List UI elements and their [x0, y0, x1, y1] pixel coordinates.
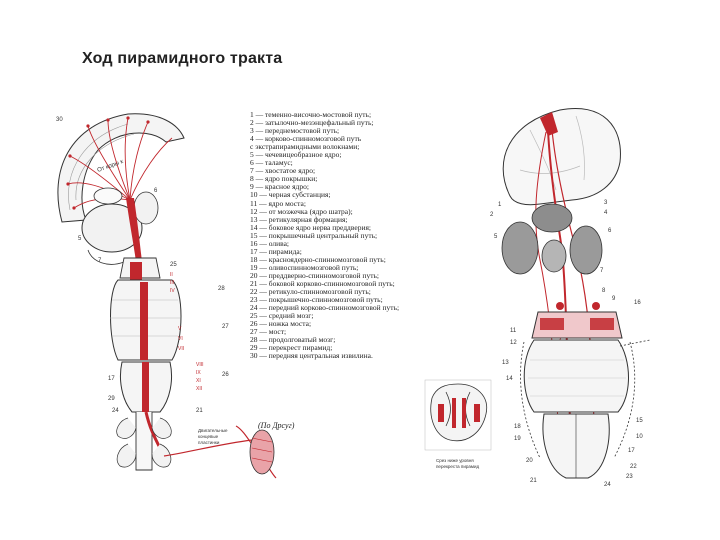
right-brain-diagram: [501, 108, 651, 479]
red-mark: XI: [196, 378, 201, 384]
arc-caption: От коры к: [97, 159, 125, 174]
label-28: 28: [218, 286, 225, 292]
label-r10: 10: [636, 434, 643, 440]
label-r18: 18: [514, 424, 521, 430]
legend-item: 30 — передняя центральная извилина.: [250, 351, 373, 361]
legend-item: 18 — красноядерно-спинномозговой путь;: [250, 254, 386, 264]
legend-item: 4 — корково-спинномозговой путь: [250, 134, 362, 144]
label-r13: 13: [502, 360, 509, 366]
red-mark: IV: [170, 288, 175, 294]
label-r22: 22: [630, 464, 637, 470]
label-17: 17: [108, 376, 115, 382]
red-mark: III: [170, 280, 174, 286]
legend-item: 28 — продолговатый мозг;: [250, 335, 336, 345]
label-r8: 8: [602, 288, 606, 294]
legend-item: 1 — теменно-височно-мостовой путь;: [250, 110, 372, 119]
pons-right: [523, 339, 629, 413]
legend-item: 22 — ретикуло-спинномозговой путь;: [250, 287, 371, 297]
label-r4: 4: [604, 210, 608, 216]
legend-item: 7 — хвостатое ядро;: [250, 166, 316, 176]
label-r17: 17: [628, 448, 635, 454]
legend-item: 21 — боковой корково-спинномозговой путь…: [250, 278, 395, 288]
legend-item: 19 — оливоспинномозговой путь;: [250, 262, 359, 272]
legend-item: 27 — мост;: [250, 327, 287, 337]
page-title: Ход пирамидного тракта: [82, 50, 283, 67]
label-r1: 1: [498, 202, 502, 208]
legend-item: 6 — таламус;: [250, 158, 293, 168]
label-r15: 15: [636, 418, 643, 424]
legend-item: 9 — красное ядро;: [250, 182, 309, 192]
legend-item: с экстрапирамидными волокнами;: [250, 142, 360, 152]
inset-caption-line: Срез ниже уровня: [436, 458, 474, 463]
right-labels: 1 2 5 3 4 6 7 8 9 16 11 12 13 14 15 18 1…: [490, 200, 643, 488]
legend-item: 5 — чечевицеобразное ядро;: [250, 150, 342, 160]
label-r2: 2: [490, 212, 494, 218]
cortical-fibers: [67, 117, 173, 209]
red-mark: XII: [196, 386, 202, 392]
legend-item: 8 — ядро покрышки;: [250, 174, 318, 184]
label-r21: 21: [530, 478, 537, 484]
legend-item: 23 — покрышечно-спинномозговой путь;: [250, 295, 383, 305]
legend-list: 1 — теменно-височно-мостовой путь;2 — за…: [250, 110, 465, 361]
legend-item: 16 — олива;: [250, 238, 290, 248]
red-mark: VII: [178, 346, 184, 352]
legend-item: 29 — перекрест пирамид;: [250, 343, 333, 353]
label-r11: 11: [510, 328, 517, 334]
label-r14: 14: [506, 376, 513, 382]
label-r6: 6: [608, 228, 612, 234]
spinal-caption-line: концевые: [198, 434, 219, 439]
legend-item: 25 — средний мозг;: [250, 311, 314, 321]
label-21: 21: [196, 408, 203, 414]
legend-item: 20 — преддверно-спинномозговой путь;: [250, 270, 379, 280]
label-r16: 16: [634, 300, 641, 306]
credit: (По Дрсуг): [258, 421, 295, 430]
legend-item: 24 — передний корково-спинномозговой пут…: [250, 303, 400, 313]
internal-capsule-tract: [126, 198, 142, 262]
legend-item: 26 — ножка моста;: [250, 319, 312, 329]
red-mark: V: [178, 326, 182, 332]
inset-caption-line: перекреста пирамид: [436, 464, 479, 469]
cross-section-inset: Срез ниже уровня перекреста пирамид: [424, 379, 492, 469]
precentral-gyrus: [57, 113, 185, 223]
red-mark: VI: [178, 336, 183, 342]
thalamus-nucleus: [531, 203, 573, 233]
red-mark: II: [170, 272, 173, 278]
label-r12: 12: [510, 340, 517, 346]
red-mark: IX: [196, 370, 201, 376]
label-24: 24: [112, 408, 119, 414]
legend-item: 13 — ретикулярная формация;: [250, 214, 348, 224]
legend-item: 2 — затылочно-мезэнцефальный путь;: [250, 118, 374, 128]
spinal-cord-left: [135, 412, 153, 471]
label-r7: 7: [600, 268, 604, 274]
label-7: 7: [98, 258, 102, 264]
label-5: 5: [78, 236, 82, 242]
red-mark: VIII: [196, 362, 204, 368]
label-r19: 19: [514, 436, 521, 442]
label-30: 30: [56, 117, 63, 123]
legend-item: 12 — от мозжечка (ядро шатра);: [250, 206, 353, 216]
legend-item: 14 — боковое ядро нерва преддверия;: [250, 222, 371, 232]
label-r3: 3: [604, 200, 608, 206]
label-25: 25: [170, 262, 177, 268]
label-r23: 23: [626, 474, 633, 480]
label-r20: 20: [526, 458, 533, 464]
label-29: 29: [108, 396, 115, 402]
legend-item: 15 — покрышечный центральный путь;: [250, 230, 378, 240]
left-brain-diagram: [57, 113, 277, 479]
legend-item: 11 — ядро моста;: [250, 198, 306, 208]
label-r5: 5: [494, 234, 498, 240]
spinal-caption-line: Двигательные: [198, 428, 228, 433]
muscle-fiber: [249, 429, 275, 475]
legend-item: 17 — пирамида;: [250, 246, 302, 256]
legend-item: 3 — переднемостовой путь;: [250, 126, 340, 136]
label-6: 6: [154, 188, 158, 194]
label-r24: 24: [604, 482, 611, 488]
label-26: 26: [222, 372, 229, 378]
label-27: 27: [222, 324, 229, 330]
label-r9: 9: [612, 296, 616, 302]
legend-item: 10 — черная субстанция;: [250, 190, 331, 200]
spinal-caption-line: пластинки: [198, 440, 220, 445]
